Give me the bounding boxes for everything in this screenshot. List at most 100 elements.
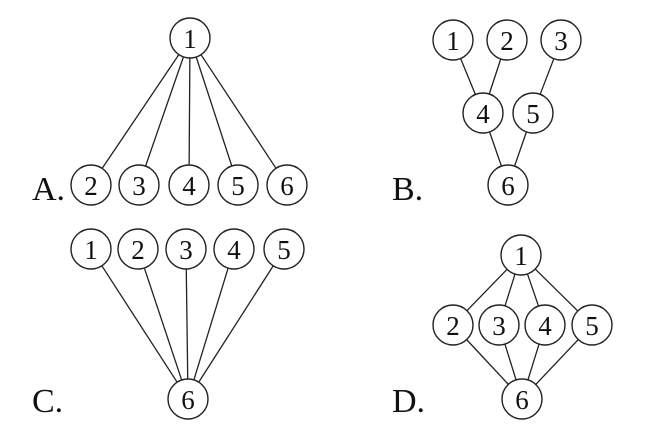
node-label: 1 bbox=[84, 235, 98, 265]
node-label: 3 bbox=[492, 311, 506, 341]
node-label: 1 bbox=[514, 241, 528, 271]
option-label-c: C. bbox=[32, 383, 63, 420]
node-a-3: 3 bbox=[118, 164, 160, 206]
node-d-6: 6 bbox=[501, 378, 543, 420]
node-circle bbox=[167, 378, 209, 420]
node-label: 6 bbox=[181, 385, 195, 415]
node-label: 3 bbox=[179, 235, 193, 265]
edge-c-5-6 bbox=[198, 265, 274, 383]
node-b-5: 5 bbox=[512, 92, 554, 134]
node-c-4: 4 bbox=[213, 228, 255, 270]
node-b-3: 3 bbox=[540, 19, 582, 61]
node-a-4: 4 bbox=[168, 164, 210, 206]
node-circle bbox=[478, 304, 520, 346]
node-a-2: 2 bbox=[70, 164, 112, 206]
option-label-d: D. bbox=[392, 383, 425, 420]
node-b-2: 2 bbox=[486, 19, 528, 61]
option-label-b: B. bbox=[392, 171, 423, 208]
node-circle bbox=[70, 228, 112, 270]
node-circle bbox=[266, 164, 308, 206]
edge-b-2-4 bbox=[488, 58, 502, 95]
node-circle bbox=[432, 19, 474, 61]
node-circle bbox=[486, 19, 528, 61]
edge-b-5-6 bbox=[513, 131, 528, 167]
node-circle bbox=[571, 304, 613, 346]
edge-d-4-6 bbox=[527, 343, 540, 381]
edge-c-3-6 bbox=[185, 268, 189, 380]
edge-c-4-6 bbox=[193, 267, 229, 381]
edge-a-1-5 bbox=[195, 56, 233, 167]
node-a-1: 1 bbox=[169, 17, 211, 59]
node-label: 2 bbox=[446, 311, 460, 341]
node-circle bbox=[540, 19, 582, 61]
edge-a-1-2 bbox=[101, 54, 180, 169]
node-label: 2 bbox=[84, 171, 98, 201]
node-c-6: 6 bbox=[167, 378, 209, 420]
node-d-4: 4 bbox=[524, 304, 566, 346]
edge-d-2-6 bbox=[466, 339, 509, 385]
node-circle bbox=[117, 228, 159, 270]
node-d-1: 1 bbox=[500, 234, 542, 276]
node-circle bbox=[432, 304, 474, 346]
node-circle bbox=[462, 92, 504, 134]
edge-a-1-3 bbox=[144, 56, 185, 167]
node-label: 3 bbox=[132, 171, 146, 201]
node-label: 5 bbox=[231, 171, 245, 201]
node-c-1: 1 bbox=[70, 228, 112, 270]
node-label: 6 bbox=[501, 171, 515, 201]
node-c-3: 3 bbox=[165, 228, 207, 270]
node-circle bbox=[501, 378, 543, 420]
node-label: 5 bbox=[526, 99, 540, 129]
node-c-5: 5 bbox=[263, 228, 305, 270]
node-label: 2 bbox=[500, 26, 514, 56]
option-label-a: A. bbox=[32, 171, 65, 208]
node-label: 6 bbox=[280, 171, 294, 201]
node-circle bbox=[165, 228, 207, 270]
edge-d-1-2 bbox=[466, 268, 508, 312]
node-circle bbox=[169, 17, 211, 59]
node-a-5: 5 bbox=[217, 164, 259, 206]
node-label: 6 bbox=[515, 385, 529, 415]
edge-d-5-6 bbox=[535, 339, 579, 385]
node-circle bbox=[168, 164, 210, 206]
node-d-3: 3 bbox=[478, 304, 520, 346]
node-circle bbox=[487, 164, 529, 206]
node-label: 2 bbox=[131, 235, 145, 265]
node-label: 4 bbox=[182, 171, 196, 201]
node-b-4: 4 bbox=[462, 92, 504, 134]
node-circle bbox=[217, 164, 259, 206]
node-d-5: 5 bbox=[571, 304, 613, 346]
node-a-6: 6 bbox=[266, 164, 308, 206]
edges-layer bbox=[101, 54, 579, 385]
edge-d-1-3 bbox=[504, 273, 516, 307]
edge-d-3-6 bbox=[504, 343, 517, 381]
nodes-layer: 1 2 3 4 5 6 1 2 3 4 5 6 1 2 3 4 5 6 1 2 3 4 5 6 bbox=[70, 17, 613, 420]
node-circle bbox=[70, 164, 112, 206]
node-circle bbox=[512, 92, 554, 134]
node-b-6: 6 bbox=[487, 164, 529, 206]
node-label: 1 bbox=[446, 26, 460, 56]
node-label: 4 bbox=[476, 99, 490, 129]
edge-d-1-4 bbox=[526, 273, 540, 307]
edge-b-4-6 bbox=[488, 131, 503, 167]
node-circle bbox=[213, 228, 255, 270]
edge-b-1-4 bbox=[460, 58, 476, 95]
node-label: 3 bbox=[554, 26, 568, 56]
edge-c-1-6 bbox=[101, 265, 178, 383]
node-circle bbox=[263, 228, 305, 270]
edge-c-2-6 bbox=[143, 267, 183, 381]
edge-d-1-5 bbox=[534, 268, 579, 312]
node-circle bbox=[118, 164, 160, 206]
node-b-1: 1 bbox=[432, 19, 474, 61]
node-circle bbox=[524, 304, 566, 346]
node-label: 4 bbox=[227, 235, 241, 265]
node-label: 5 bbox=[277, 235, 291, 265]
node-label: 4 bbox=[538, 311, 552, 341]
edge-b-3-5 bbox=[539, 58, 555, 95]
node-c-2: 2 bbox=[117, 228, 159, 270]
edge-a-1-4 bbox=[188, 57, 191, 166]
node-label: 1 bbox=[183, 24, 197, 54]
node-circle bbox=[500, 234, 542, 276]
node-label: 5 bbox=[585, 311, 599, 341]
